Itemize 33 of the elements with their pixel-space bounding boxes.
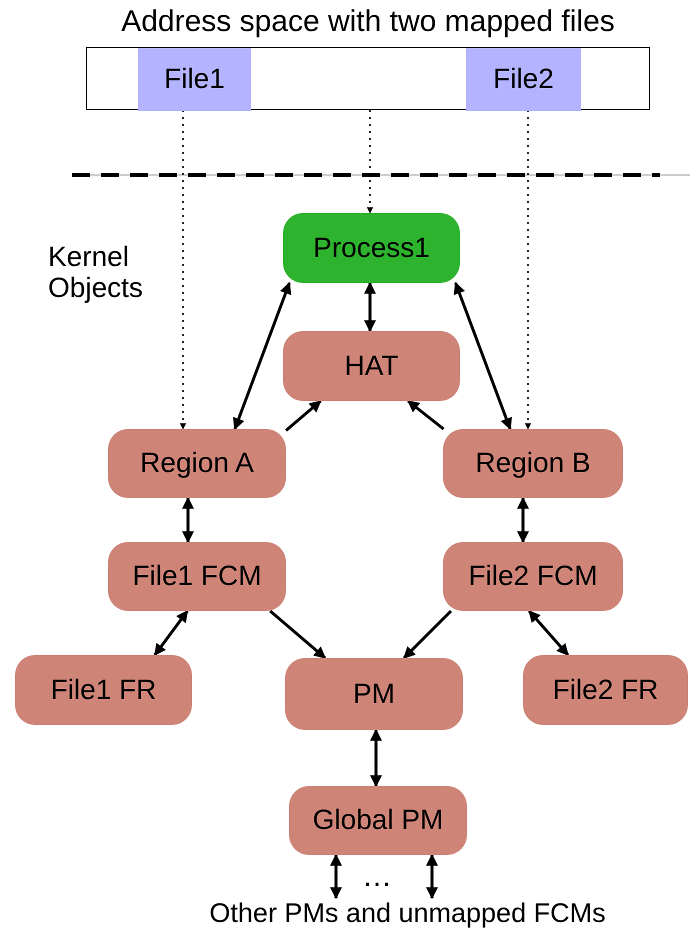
arrow <box>402 610 452 660</box>
arrow <box>524 110 532 430</box>
arrow <box>407 400 444 430</box>
arrow <box>180 110 186 430</box>
arrow <box>454 282 512 430</box>
kernel-object-box: File2 FR <box>523 655 688 725</box>
file-region: File1 <box>138 48 251 111</box>
arrow <box>182 496 194 544</box>
kernel-object-box: Region A <box>108 429 286 498</box>
arrow <box>528 610 570 656</box>
kernel-object-box: File2 FCM <box>443 542 623 611</box>
kernel-object-box: Global PM <box>289 786 467 855</box>
arrow <box>366 110 374 214</box>
kernel-object-box: File1 FR <box>15 655 192 725</box>
arrow <box>517 496 529 544</box>
arrow <box>154 610 189 656</box>
arrow <box>285 400 322 432</box>
ellipsis: … <box>362 862 392 892</box>
heading: Address space with two mapped files <box>120 4 616 40</box>
section-label: Kernel Objects <box>48 241 144 303</box>
kernel-object-box: Region B <box>443 429 623 498</box>
kernel-object-box: File1 FCM <box>108 542 286 611</box>
caption-text: Other PMs and unmapped FCMs <box>150 898 665 930</box>
kernel-object-box: HAT <box>283 331 460 401</box>
arrow <box>330 854 342 900</box>
arrow <box>233 282 292 430</box>
kernel-object-box: PM <box>285 658 463 730</box>
arrow <box>426 854 438 900</box>
process-box: Process1 <box>283 213 460 283</box>
arrow <box>364 282 376 332</box>
file-region: File2 <box>466 48 581 111</box>
arrow <box>370 728 382 788</box>
arrow <box>269 610 326 660</box>
